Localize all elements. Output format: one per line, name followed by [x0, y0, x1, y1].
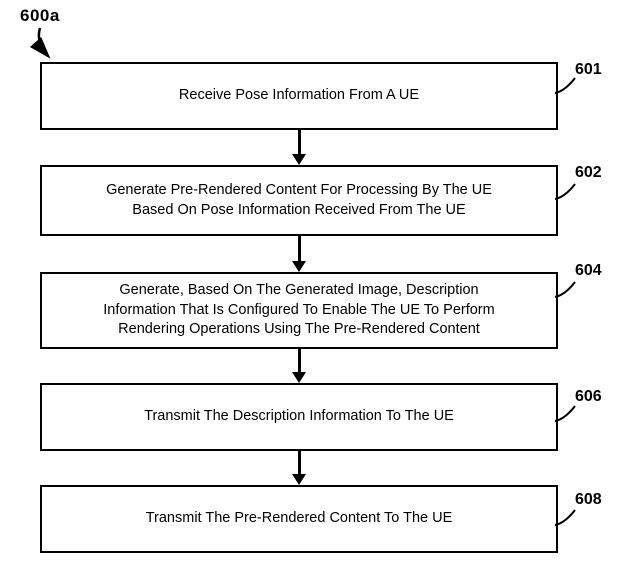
ref-label-601: 601: [575, 61, 602, 78]
step-box-608: Transmit The Pre-Rendered Content To The…: [40, 485, 558, 553]
ref-label-604: 604: [575, 262, 602, 279]
step-box-606: Transmit The Description Information To …: [40, 383, 558, 451]
step-text-602: Generate Pre-Rendered Content For Proces…: [106, 182, 492, 218]
ref-tail-icon-602: [555, 183, 576, 200]
step-text-604: Generate, Based On The Generated Image, …: [103, 282, 495, 338]
step-text-601: Receive Pose Information From A UE: [178, 87, 420, 104]
ref-label-602: 602: [575, 164, 602, 181]
flow-arrow-line-3: [297, 349, 301, 374]
flow-arrowhead-icon-4: [292, 474, 306, 485]
figure-label: 600a: [20, 6, 60, 25]
ref-label-608: 608: [575, 491, 602, 508]
flow-arrowhead-icon-1: [292, 154, 306, 165]
step-box-601: Receive Pose Information From A UE: [40, 62, 558, 130]
step-box-604: Generate, Based On The Generated Image, …: [40, 272, 558, 349]
flow-arrow-line-1: [297, 130, 301, 156]
ref-tail-icon-606: [555, 405, 576, 422]
flow-arrow-line-4: [297, 451, 301, 476]
step-box-602: Generate Pre-Rendered Content For Proces…: [40, 165, 558, 236]
ref-tail-icon-604: [555, 281, 576, 298]
ref-tail-icon-601: [555, 77, 576, 94]
flow-arrowhead-icon-2: [292, 261, 306, 272]
step-text-606: Transmit The Description Information To …: [144, 408, 454, 425]
flow-arrowhead-icon-3: [292, 372, 306, 383]
step-text-608: Transmit The Pre-Rendered Content To The…: [145, 510, 453, 527]
figure-label-arrow-icon: [29, 27, 51, 59]
ref-tail-icon-608: [555, 509, 576, 526]
flow-arrow-line-2: [297, 236, 301, 263]
ref-label-606: 606: [575, 388, 602, 405]
